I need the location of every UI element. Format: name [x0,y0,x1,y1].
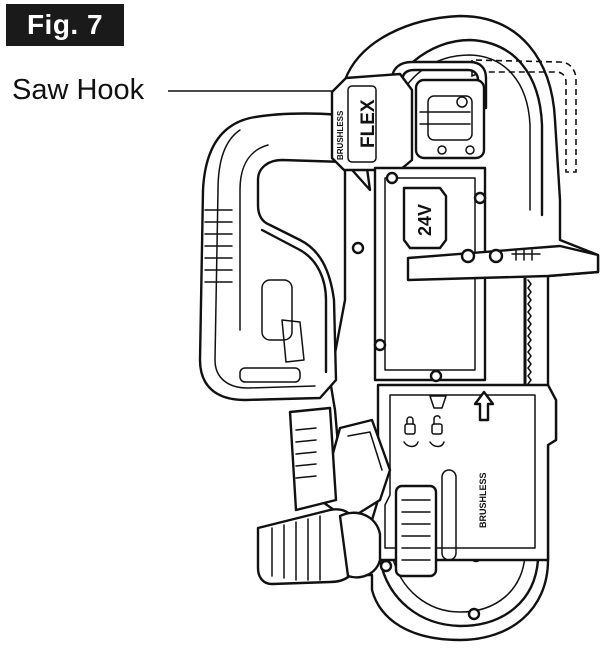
motor-head [330,72,414,172]
saw-hook-callout-label: Saw Hook [12,74,145,106]
blade-tension-lock-icons [403,415,445,448]
motor-brushless-label: BRUSHLESS [336,110,345,160]
lower-wheel-arc [378,438,540,628]
voltage-label: 24V [415,204,435,236]
adjustment-slot [441,469,457,561]
hook-alternate-position-dashed [471,59,577,173]
handle-grip [198,112,372,402]
figure-label: Fig. 7 [6,4,124,46]
blade-guide-arm [406,244,600,282]
direction-arrow-icon [473,390,495,422]
brand-logo-text: FLEX [358,99,379,148]
side-panel [288,406,338,512]
grip-ridges [204,209,233,283]
voltage-badge [402,186,448,250]
side-brushless-label: BRUSHLESS [478,472,488,528]
